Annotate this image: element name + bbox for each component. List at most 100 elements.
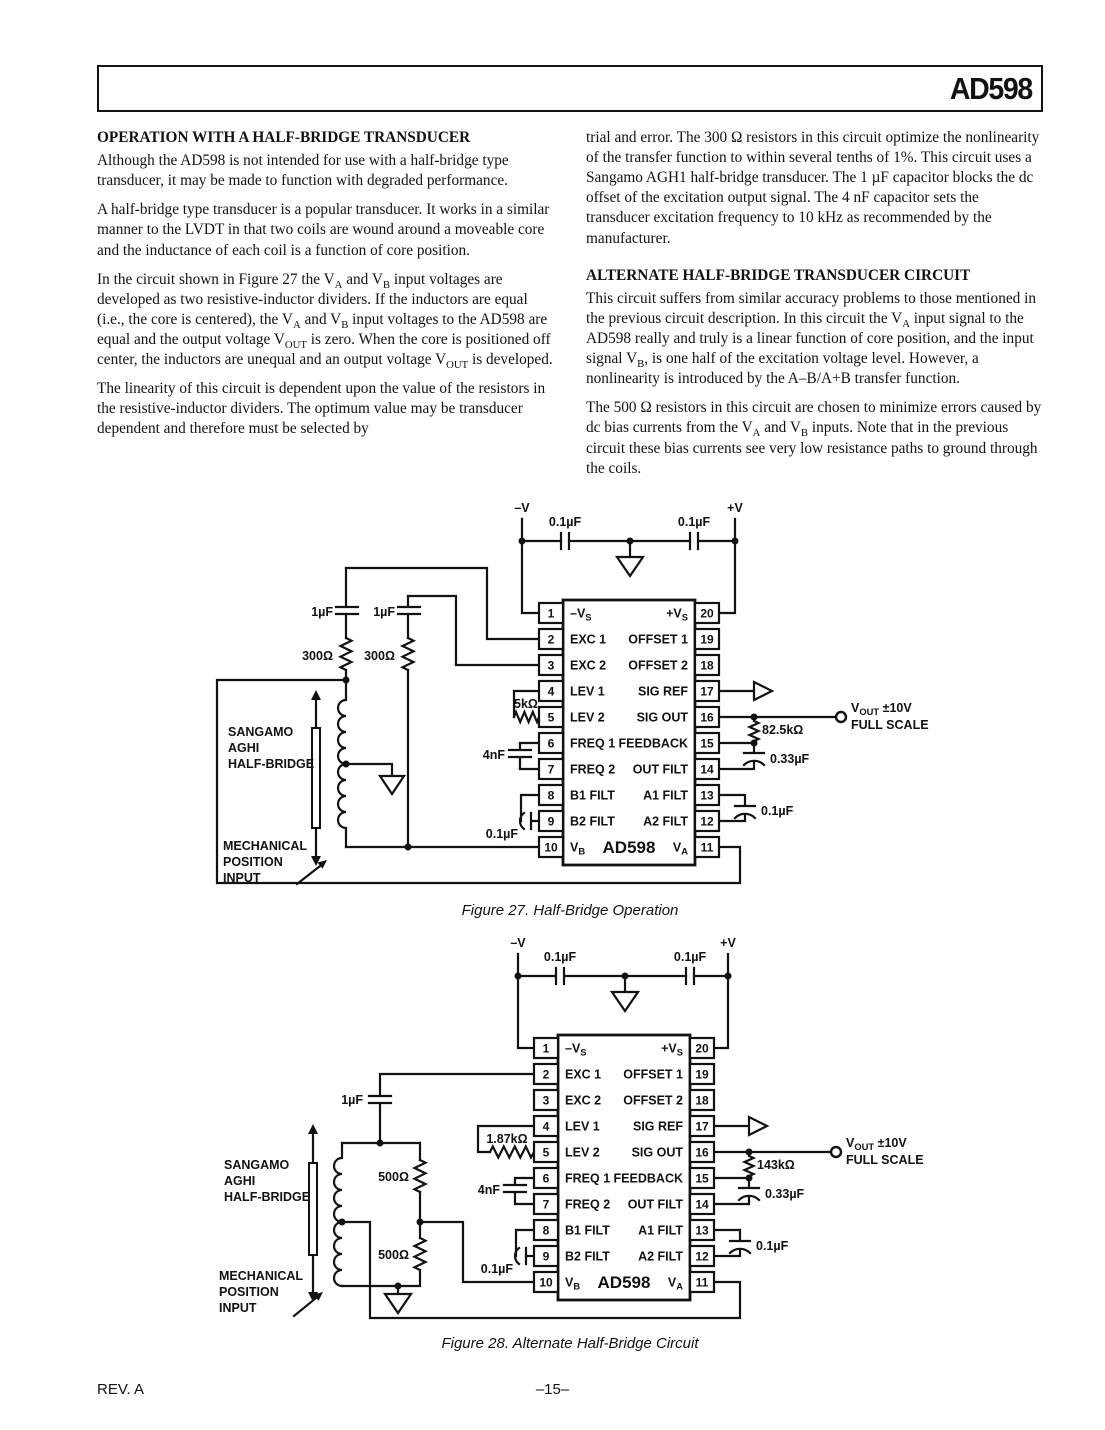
pin-box xyxy=(688,1036,716,1060)
pin-box xyxy=(532,1244,560,1268)
pin-number: 10 xyxy=(544,841,558,855)
section-heading-alternate: ALTERNATE HALF-BRIDGE TRANSDUCER CIRCUIT xyxy=(586,266,971,284)
vout-label: VOUT ±10V xyxy=(851,701,912,717)
pin-box xyxy=(693,757,721,781)
pin-number: 15 xyxy=(700,737,714,751)
fig27-labels: –V +V 0.1µF 0.1µF 1µF 1µF 300Ω 300Ω SANG… xyxy=(223,501,929,885)
pin-box xyxy=(532,1270,560,1294)
pin-name: SIG OUT xyxy=(637,711,689,725)
resistor-label: 500Ω xyxy=(378,1170,409,1184)
fig27-wires xyxy=(215,517,838,886)
pin-name: FEEDBACK xyxy=(614,1172,683,1186)
pin-box xyxy=(537,731,565,755)
pin-number: 5 xyxy=(543,1146,550,1160)
pin-number: 4 xyxy=(543,1120,550,1134)
resistor-label: 143kΩ xyxy=(757,1158,795,1172)
page-number: –15– xyxy=(535,1381,570,1398)
column-right: trial and error. The 300 Ω resistors in … xyxy=(586,128,1044,488)
pin-name: SIG REF xyxy=(638,685,688,699)
pin-box xyxy=(688,1140,716,1164)
pin-number: 20 xyxy=(695,1042,709,1056)
pos-supply-label: +V xyxy=(727,501,743,515)
cap-label: 1µF xyxy=(311,605,333,619)
pin-box xyxy=(693,679,721,703)
pin-box xyxy=(693,705,721,729)
pin-number: 7 xyxy=(543,1198,550,1212)
cap-label: 0.33µF xyxy=(770,752,810,766)
pin-name: A2 FILT xyxy=(638,1250,683,1264)
pin-name: VA xyxy=(673,841,688,857)
pin-number: 15 xyxy=(695,1172,709,1186)
pin-name: FREQ 2 xyxy=(570,763,615,777)
cap-label: 0.1µF xyxy=(678,515,711,529)
cap-label: 0.1µF xyxy=(481,1262,514,1276)
fig28-wires xyxy=(292,952,833,1320)
resistor-label: 82.5kΩ xyxy=(762,723,803,737)
pin-name: B1 FILT xyxy=(570,789,615,803)
pin-box xyxy=(532,1036,560,1060)
figure-28-diagram: 1 2 3 4 5 6 7 8 9 10 20 19 18 17 16 15 1… xyxy=(219,936,924,1320)
cap-label: 1µF xyxy=(373,605,395,619)
fig28-labels: –V +V 0.1µF 0.1µF 1µF 500Ω 500Ω SANGAMO … xyxy=(219,936,924,1315)
transducer-label: AGHI xyxy=(228,741,259,755)
pin-box xyxy=(688,1244,716,1268)
transducer-label: SANGAMO xyxy=(228,725,294,739)
transducer-core xyxy=(311,727,321,829)
pin-name: LEV 1 xyxy=(570,685,605,699)
pin-name: B1 FILT xyxy=(565,1224,610,1238)
arrow-up-icon xyxy=(311,690,321,700)
ground-icon xyxy=(382,1292,414,1315)
pin-number: 13 xyxy=(700,789,714,803)
pin-name: FREQ 1 xyxy=(565,1172,610,1186)
pin-number: 8 xyxy=(548,789,555,803)
pin-name: A1 FILT xyxy=(643,789,688,803)
pin-box xyxy=(537,627,565,651)
pin-name: –VS xyxy=(570,607,592,623)
pin-box xyxy=(693,731,721,755)
cap-label: 1µF xyxy=(341,1093,363,1107)
mech-arrow-icon xyxy=(313,1292,323,1301)
ground-icon xyxy=(377,774,407,796)
pin-number: 20 xyxy=(700,607,714,621)
vout-label: FULL SCALE xyxy=(851,718,929,732)
mech-input-label: POSITION xyxy=(223,855,283,869)
pin-name: A2 FILT xyxy=(643,815,688,829)
pin-number: 12 xyxy=(700,815,714,829)
arrow-down-icon xyxy=(311,856,321,866)
pin-box xyxy=(688,1166,716,1190)
ic-name: AD598 xyxy=(598,1273,651,1292)
transducer-label: HALF-BRIDGE xyxy=(228,757,314,771)
pin-box xyxy=(688,1270,716,1294)
pin-box xyxy=(537,757,565,781)
pin-name: EXC 2 xyxy=(565,1094,601,1108)
paragraph: In the circuit shown in Figure 27 the VA… xyxy=(97,270,553,372)
pin-number: 14 xyxy=(695,1198,709,1212)
pin-number: 4 xyxy=(548,685,555,699)
pin-name: EXC 1 xyxy=(565,1068,601,1082)
pin-number: 9 xyxy=(543,1250,550,1264)
pin-number: 11 xyxy=(701,841,714,855)
pin-name: OFFSET 1 xyxy=(623,1068,683,1082)
pin-number: 18 xyxy=(695,1094,709,1108)
arrow-up-icon xyxy=(308,1124,318,1134)
ic-name: AD598 xyxy=(603,838,656,857)
pin-name: EXC 1 xyxy=(570,633,606,647)
fig27-ic: 1 2 3 4 5 6 7 8 9 10 20 19 18 17 16 15 1… xyxy=(537,598,721,867)
transducer-core xyxy=(308,1162,318,1256)
pin-number: 8 xyxy=(543,1224,550,1238)
pin-name: +VS xyxy=(666,607,688,623)
pin-box xyxy=(537,653,565,677)
pin-name: +VS xyxy=(661,1042,683,1058)
paragraph: trial and error. The 300 Ω resistors in … xyxy=(586,129,1040,247)
resistor-label: 500Ω xyxy=(378,1248,409,1262)
figure-27-diagram: 1 2 3 4 5 6 7 8 9 10 20 19 18 17 16 15 1… xyxy=(215,501,929,886)
pin-name: OUT FILT xyxy=(633,763,689,777)
pin-box xyxy=(688,1088,716,1112)
pin-number: 5 xyxy=(548,711,555,725)
paragraph: The 500 Ω resistors in this circuit are … xyxy=(586,399,1042,477)
vout-label: VOUT ±10V xyxy=(846,1136,907,1152)
pin-number: 12 xyxy=(695,1250,709,1264)
resistor-label: 300Ω xyxy=(302,649,333,663)
pin-name: –VS xyxy=(565,1042,587,1058)
